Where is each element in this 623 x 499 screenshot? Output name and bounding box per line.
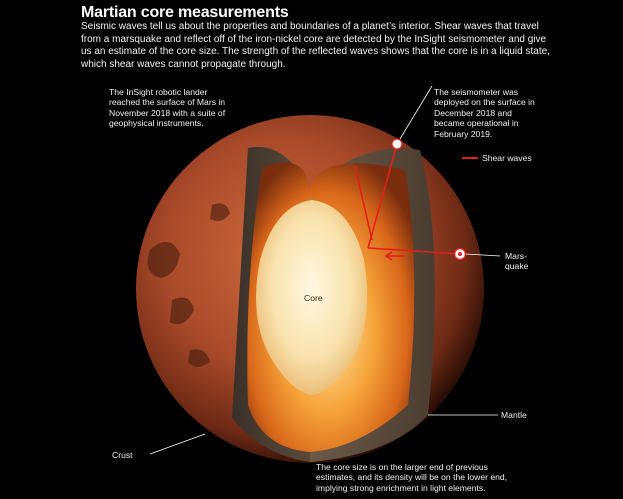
marsquake-epicenter	[458, 252, 462, 256]
marsquake-label: Mars-quake	[505, 251, 529, 272]
insight-note: The InSight robotic lander reached the s…	[109, 87, 226, 129]
core	[256, 200, 368, 395]
seismometer-note: The seismometer was deployed on the surf…	[434, 87, 535, 139]
seismometer-marker	[391, 138, 403, 150]
leader-lines	[149, 85, 501, 455]
core-label: Core	[304, 293, 323, 303]
surface-markings	[147, 203, 230, 367]
figure-title: Martian core measurements	[81, 4, 289, 21]
mantle-label: Mantle	[501, 410, 527, 420]
shear-wave-paths	[354, 143, 461, 261]
crust-label: Crust	[112, 450, 133, 460]
core-size-note: The core size is on the larger end of pr…	[316, 462, 508, 493]
figure-subtitle: Seismic waves tell us about the properti…	[81, 21, 550, 70]
legend-shear-waves: Shear waves	[482, 153, 532, 163]
